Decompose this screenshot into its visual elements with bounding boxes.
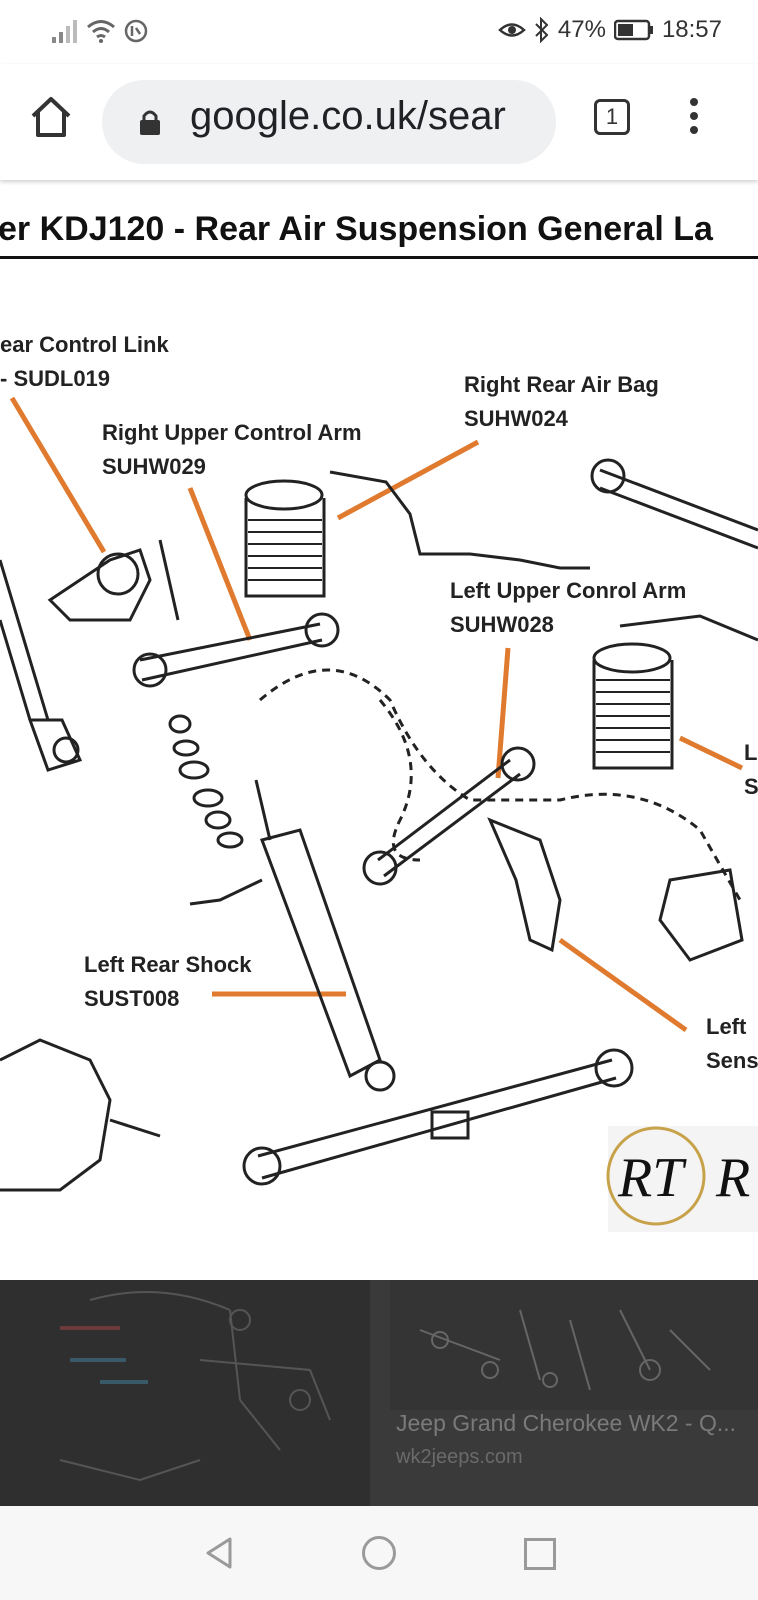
leader-left-air-bag <box>678 735 744 771</box>
left-rear-shock-wire <box>189 878 263 906</box>
label-right-air-bag-name: Right Rear Air Bag <box>464 372 659 397</box>
left-shock-bushing <box>52 736 80 764</box>
trailing-link-top-bush <box>590 458 626 494</box>
lower-link <box>257 1058 617 1180</box>
lower-link-bush-b <box>594 1048 634 1088</box>
control-link-rod <box>158 539 180 621</box>
title-underline <box>0 256 758 259</box>
home-icon[interactable] <box>28 94 74 140</box>
label-left-rear-shock-code: SUST008 <box>84 986 180 1011</box>
label-left-sensor-name: Left <box>706 1014 747 1039</box>
related-thumbnail-right-drawing <box>419 1309 711 1391</box>
label-left-air-bag-partial-1: L <box>744 740 758 765</box>
overflow-menu-icon[interactable] <box>686 98 702 138</box>
label-right-air-bag-code: SUHW024 <box>464 406 568 431</box>
clock: 18:57 <box>661 16 722 43</box>
control-link-bracket <box>47 548 152 622</box>
related-thumbnail-left[interactable] <box>0 1280 370 1506</box>
url-text: google.co.uk/sear <box>190 94 506 138</box>
data-saver-icon <box>124 19 148 43</box>
label-right-upper-arm-code: SUHW029 <box>102 454 206 479</box>
label-left-rear-shock-name: Left Rear Shock <box>84 952 252 977</box>
rt-logo-mark-partial: R <box>715 1147 750 1209</box>
left-rear-shock-rod <box>254 779 272 841</box>
label-right-upper-arm-name: Right Upper Control Arm <box>102 420 362 445</box>
compressor-assembly <box>0 1038 112 1192</box>
address-bar[interactable]: google.co.uk/sear <box>102 80 556 164</box>
right-air-bag-top <box>244 479 324 511</box>
related-thumbnail-right[interactable] <box>390 1280 758 1410</box>
related-results: Jeep Grand Cherokee WK2 - Q... wk2jeeps.… <box>0 1280 758 1506</box>
bushing-stack <box>168 714 244 849</box>
right-air-bag-rings <box>248 519 322 581</box>
label-left-air-bag-partial-2: S <box>744 774 758 799</box>
rt-logo-mark: RT <box>617 1147 687 1209</box>
height-sensor <box>487 817 562 953</box>
recents-icon[interactable] <box>524 1538 556 1570</box>
status-bar: 47% 18:57 <box>0 0 758 64</box>
bluetooth-icon <box>535 17 549 43</box>
battery-icon <box>613 19 653 41</box>
right-upper-arm <box>139 622 323 682</box>
lower-link-bush-a <box>242 1146 282 1186</box>
left-air-bag-body <box>592 660 674 770</box>
compressor-wire <box>109 1118 161 1138</box>
label-control-link-code: - SUDL019 <box>0 366 111 391</box>
leader-left-upper-arm <box>495 647 511 779</box>
rt-logo: RT R <box>606 1126 758 1232</box>
back-icon[interactable] <box>204 1536 234 1570</box>
left-rear-shock-bushing <box>364 1060 396 1092</box>
system-nav-bar <box>0 1506 758 1600</box>
right-upper-arm-bush-a <box>132 652 168 688</box>
related-result-title[interactable]: Jeep Grand Cherokee WK2 - Q... <box>396 1410 737 1436</box>
related-result-source: wk2jeeps.com <box>396 1446 523 1468</box>
right-air-bag-body <box>244 498 326 598</box>
left-shock-partial <box>0 559 83 772</box>
wifi-icon <box>87 20 115 43</box>
left-rear-shock-body <box>260 828 382 1079</box>
left-air-bag-rings <box>596 679 670 753</box>
leader-lines <box>9 396 744 1033</box>
battery-percent: 47% <box>557 16 606 43</box>
diagram-image[interactable]: er KDJ120 - Rear Air Suspension General … <box>0 180 758 1280</box>
label-left-sensor-code: Sens <box>706 1048 758 1073</box>
axle-housing <box>259 668 742 901</box>
leader-right-upper-arm <box>187 487 253 641</box>
label-left-upper-arm-code: SUHW028 <box>450 612 554 637</box>
air-line-right <box>329 470 590 570</box>
diagram-title: er KDJ120 - Rear Air Suspension General … <box>0 210 713 248</box>
parts <box>0 458 758 1192</box>
status-right: 47% 18:57 <box>498 16 722 44</box>
air-line-left <box>619 614 758 642</box>
home-nav-icon[interactable] <box>362 1536 396 1570</box>
left-upper-arm-bush-a <box>362 850 398 886</box>
lower-link-bracket <box>430 1110 470 1140</box>
tab-switcher-button[interactable]: 1 <box>594 99 630 135</box>
signal-icon <box>52 20 77 43</box>
right-upper-arm-bush-b <box>304 612 340 648</box>
eye-icon <box>498 23 526 37</box>
leader-left-sensor <box>558 937 688 1033</box>
hub-right <box>658 868 744 962</box>
control-link-ball <box>96 552 140 596</box>
left-upper-arm <box>377 758 521 878</box>
trailing-link-top <box>599 468 758 550</box>
leader-control-link <box>9 396 107 554</box>
label-left-upper-arm-name: Left Upper Conrol Arm <box>450 578 687 603</box>
status-left <box>52 18 148 44</box>
suspension-drawing: RT R <box>0 396 758 1232</box>
related-thumbnail-left-drawing <box>59 1291 331 1482</box>
left-upper-arm-bush-b <box>500 746 536 782</box>
label-control-link-name: ear Control Link <box>0 332 169 357</box>
browser-toolbar: google.co.uk/sear 1 <box>0 64 758 180</box>
lock-icon <box>140 110 160 135</box>
left-air-bag-top <box>592 642 672 674</box>
leader-right-air-bag <box>336 439 480 521</box>
